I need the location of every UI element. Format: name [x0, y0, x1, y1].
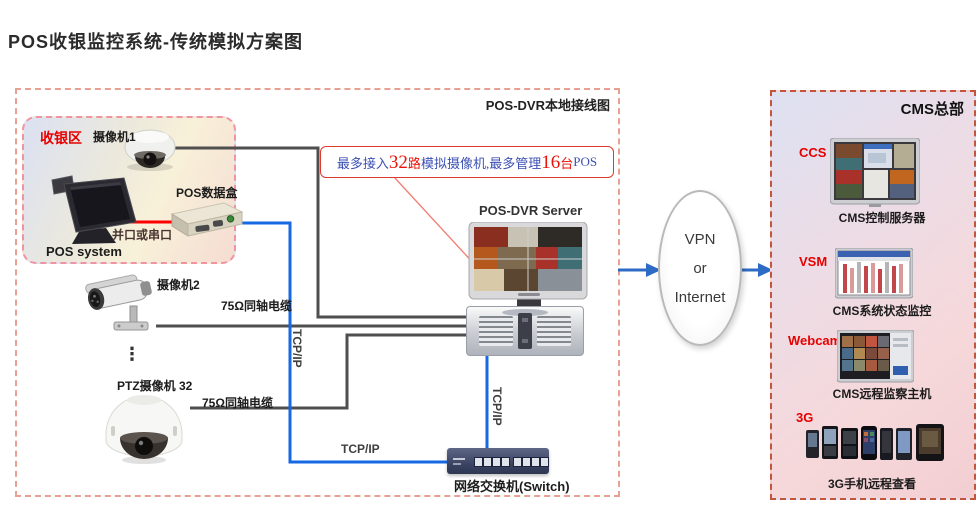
- pos-system-label: POS system: [46, 244, 122, 259]
- vpn-internet-cloud: VPN or Internet: [658, 190, 742, 346]
- threeg-caption: 3G手机远程查看: [827, 477, 916, 491]
- banner-text-3: POS: [573, 154, 598, 169]
- main-box-title: POS-DVR本地接线图: [485, 98, 610, 113]
- databox-label: POS数据盒: [176, 186, 238, 200]
- cloud-line-1: VPN: [684, 230, 716, 248]
- pos-dvr-local-wiring-box: POS-DVR本地接线图: [15, 88, 620, 497]
- pos-databox-icon: [170, 202, 244, 237]
- bullet-camera2-icon: [85, 274, 152, 331]
- more-cameras-ellipsis: ⋮: [123, 344, 141, 364]
- ptz-camera-label: PTZ摄像机 32: [117, 379, 193, 393]
- coax-cable1-label: 75Ω同轴电缆: [221, 299, 292, 313]
- dvr-monitor-icon: [468, 222, 588, 308]
- threeg-tag: 3G: [796, 410, 814, 425]
- vsm-tag: VSM: [799, 254, 828, 269]
- dvr-server-label: POS-DVR Server: [479, 203, 583, 218]
- cms-headquarters-box: CMS总部 CCS CMS控制服务器 VSM: [770, 90, 976, 500]
- webcam-tag: Webcam: [788, 333, 842, 348]
- webcam-caption: CMS远程监察主机: [832, 387, 932, 401]
- banner-text-1: 最多接入: [336, 155, 389, 171]
- banner-number-16: 16: [541, 151, 561, 173]
- banner-unit-2: 台: [560, 155, 574, 171]
- tcpip-label-horizontal: TCP/IP: [341, 442, 380, 456]
- ccs-tag: CCS: [799, 145, 827, 160]
- banner-number-32: 32: [388, 151, 408, 173]
- cms-title: CMS总部: [900, 101, 964, 118]
- page-title: POS收银监控系统-传统模拟方案图: [8, 32, 304, 52]
- banner-text-2: 模拟摄像机,最多管理: [420, 155, 542, 171]
- ptz-camera-icon: [105, 395, 183, 464]
- dome-camera1-icon: [124, 129, 176, 171]
- tcpip-label-vertical2: TCP/IP: [490, 387, 504, 426]
- vsm-caption: CMS系统状态监控: [832, 304, 932, 318]
- pos-terminal-icon: [51, 175, 137, 244]
- coax-cable2-label: 75Ω同轴电缆: [202, 396, 273, 410]
- network-switch-icon: [447, 448, 549, 474]
- serial-port-label: 并口或串口: [112, 228, 173, 242]
- switch-label: 网络交换机(Switch): [454, 479, 570, 494]
- camera2-label: 摄像机2: [157, 278, 200, 292]
- cloud-line-3: Internet: [674, 288, 726, 306]
- cloud-line-2: or: [693, 259, 707, 277]
- cms-remote-monitor-screen-icon: [837, 330, 914, 383]
- camera1-label: 摄像机1: [93, 130, 136, 144]
- tcpip-label-vertical1: TCP/IP: [290, 329, 304, 368]
- banner-unit-1: 路: [407, 155, 421, 171]
- cms-control-server-screen-icon: [830, 138, 920, 207]
- dvr-server-chassis-icon: [466, 306, 584, 356]
- mobile-phones-icon: [806, 424, 944, 461]
- cms-status-monitor-screen-icon: [835, 248, 913, 299]
- ccs-caption: CMS控制服务器: [838, 211, 926, 225]
- cash-area-label: 收银区: [40, 130, 82, 146]
